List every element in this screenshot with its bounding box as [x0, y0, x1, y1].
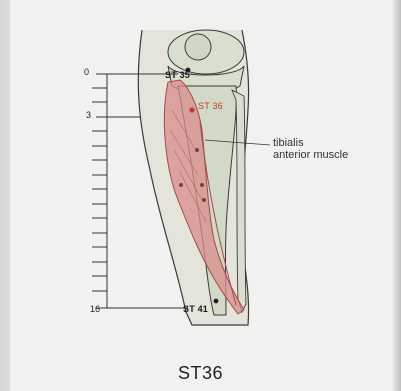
st36-point — [189, 107, 194, 112]
point-marker — [195, 148, 199, 152]
point-marker — [179, 183, 183, 187]
point-marker — [202, 198, 206, 202]
scale-ticks — [92, 88, 107, 291]
scale-label-bottom: 16 — [90, 304, 100, 314]
muscle-label-line1: tibialis — [273, 137, 348, 149]
muscle-label: tibialis anterior muscle — [273, 137, 348, 161]
st41-label: ST 41 — [183, 304, 208, 314]
scale-label-mid: 3 — [86, 110, 91, 120]
scale-label-top: 0 — [84, 67, 89, 77]
point-marker — [200, 183, 204, 187]
figure-caption: ST36 — [0, 363, 401, 384]
st41-point — [214, 299, 219, 304]
patella — [185, 34, 211, 60]
st35-label: ST 35 — [165, 70, 190, 80]
st36-label: ST 36 — [198, 101, 223, 111]
muscle-label-line2: anterior muscle — [273, 149, 348, 161]
